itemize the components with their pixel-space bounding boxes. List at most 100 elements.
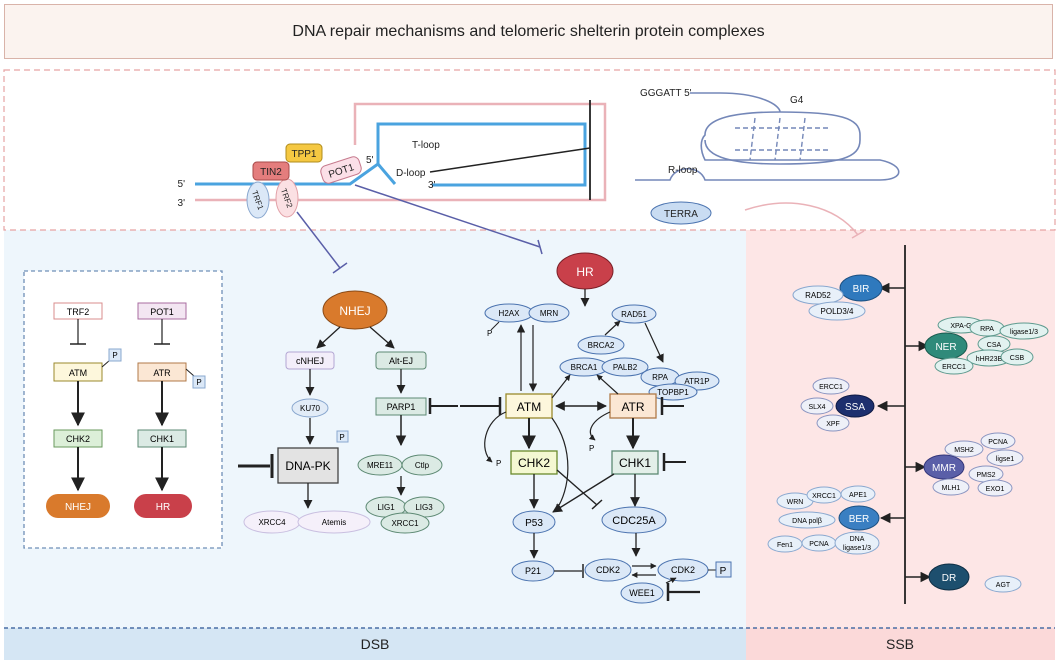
agt-label: AGT [996,582,1011,589]
title-banner: DNA repair mechanisms and telomeric shel… [4,4,1053,59]
slx4-label: SLX4 [808,404,825,411]
agt-node [984,575,1022,593]
topbp1-node [648,383,698,401]
nhej-node [322,290,388,330]
g4-label: G4 [790,95,804,106]
tpp1-label: TPP1 [291,149,316,160]
xrcc1-ber-label: XRCC1 [812,493,836,500]
exo1-node [977,479,1013,497]
fen1-label: Fen1 [777,542,793,549]
xrcc1-label: XRCC1 [391,519,419,528]
bir-node [839,274,883,302]
msh2-label: MSH2 [954,447,974,454]
parp1-label: PARP1 [387,402,416,412]
ercc1-node [812,377,850,395]
ssb-region [746,230,1055,628]
hr-title: HR [576,265,594,279]
inset-hr-label: HR [156,502,170,513]
h2ax-label: H2AX [499,309,521,318]
ku70-node [291,398,329,418]
inset-p1-label: P [112,351,117,360]
inset-chk2-label: CHK2 [66,434,90,444]
pcna-mmr-label: PCNA [988,439,1008,446]
r-loop-label: R-loop [668,165,698,176]
lig3-label: LIG3 [415,503,433,512]
gggatt-label: GGGATT 5' [640,88,692,99]
dna-ligase-label-1: DNA [850,536,865,543]
ligse1-label: ligse1 [996,456,1014,463]
xpf-node [816,414,850,432]
dna-pk-label: DNA-PK [285,459,330,473]
topbp1-label: TOPBP1 [657,388,689,397]
wee1-label: WEE1 [629,588,655,598]
mrn-label: MRN [540,309,558,318]
ber-label: BER [849,514,870,525]
atemis-node [297,510,371,534]
dna-pk-p-label: P [339,433,344,442]
ercc1-ner-node [934,357,974,375]
pcna-ber-label: PCNA [809,541,829,548]
ssa-label: SSA [845,402,865,413]
atr-label: ATR [621,400,644,414]
ku70-label: KU70 [300,404,321,413]
mmr-label: MMR [932,463,956,474]
tpp1-protein [285,143,323,163]
ber-node [838,505,880,531]
t-loop-label: T-loop [412,140,440,151]
lig1-label: LIG1 [377,503,395,512]
tin2-label: TIN2 [260,167,282,178]
dna-ligase-node [834,531,880,555]
exo1-label: EXO1 [986,486,1005,493]
slx4-node [800,397,834,415]
telomere-structure: 5' 3' 5' 3' T-loop D-loop TRF1 TRF2 TIN2… [178,88,900,239]
mre11-label: MRE11 [367,461,394,470]
inset-chk1-label: CHK1 [150,434,174,444]
trf1-protein [246,181,270,219]
inset-atm-label: ATM [69,368,87,378]
three-prime-loop-label: 3' [428,180,436,191]
ssa-node [835,394,875,418]
ssb-footer [746,628,1055,660]
xrcc4-label: XRCC4 [258,518,286,527]
csb-label: CSB [1010,355,1025,362]
rad51-label: RAD51 [621,310,647,319]
atemis-label: Atemis [322,518,346,527]
terra-node [650,201,712,225]
dna-pk-box [277,447,339,484]
ssb-label: SSB [886,636,914,652]
atr-box [609,393,657,419]
inset-nhej-label: NHEJ [65,502,91,513]
cdk2-a-label: CDK2 [596,565,620,575]
ape1-label: APE1 [849,492,867,499]
inset-pathway-box: TRF2 POT1 ATM ATR P P CHK2 CHK1 NHEJ HR [23,270,223,549]
rpa-ner-label: RPA [980,326,994,333]
nhej-pathway: NHEJ cNHEJ Alt-EJ KU70 PARP1 DNA-PK P MR… [238,290,458,534]
inset-nhej [46,494,110,518]
rad52-label: RAD52 [805,291,831,300]
dna-pol-label: DNA polβ [792,518,822,525]
pold-label: POLD3/4 [821,307,854,316]
ctip-label: Ctlp [415,461,430,470]
inset-pot1-label: POT1 [150,307,174,317]
wee1-node [620,582,664,604]
brca1-label: BRCA1 [571,363,598,372]
rad51-node [611,304,657,324]
cdc25a-node [601,506,667,534]
pot1-protein [320,156,362,184]
cnhej-label: cNHEJ [296,356,324,366]
chk2-label: CHK2 [518,456,550,470]
tin2-protein [252,161,290,181]
xrcc1-node [380,512,430,534]
cdk2-b-label: CDK2 [671,565,695,575]
palb2-node [601,357,649,377]
alt-ej-label: Alt-EJ [389,356,413,366]
terra-label: TERRA [664,209,698,220]
telomere-panel [3,69,1056,231]
mrn-node [528,303,570,323]
ssb-pathways: BIR RAD52 POLD3/4 NER XPA-G RPA ligase1/… [767,245,1049,604]
h2ax-p-label: P [487,329,492,338]
inset-hr [134,494,192,518]
five-prime-loop-label: 5' [366,155,374,166]
inset-trf2-label: TRF2 [67,307,90,317]
